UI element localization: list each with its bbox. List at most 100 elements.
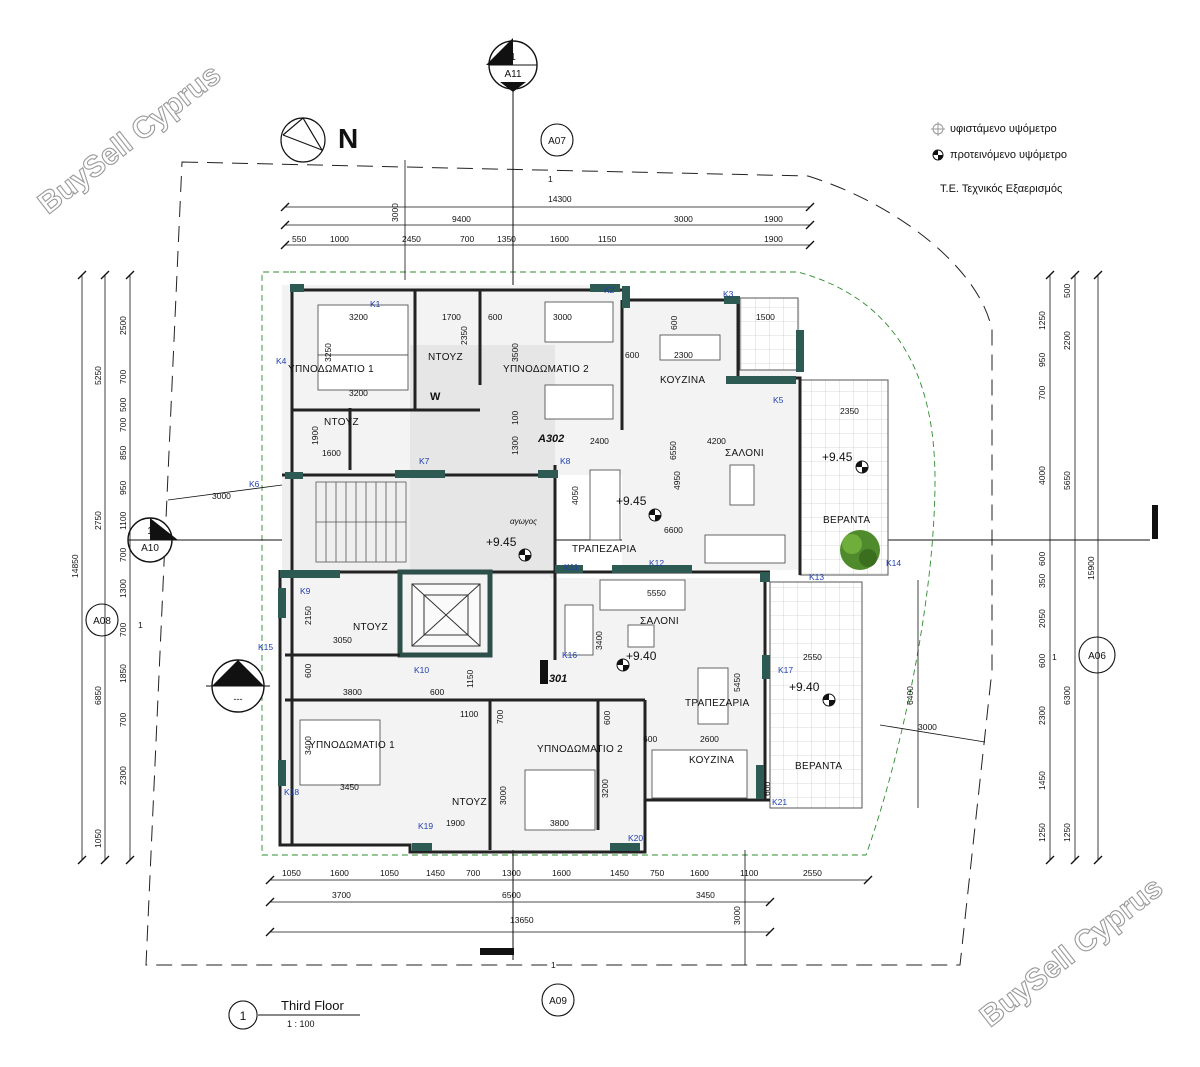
- idim-wc1900: 1900: [310, 426, 320, 445]
- k-tag: K15: [258, 642, 273, 652]
- idim-l5450: 5450: [732, 673, 742, 692]
- grid-left: 1: [138, 620, 143, 630]
- idim-b1h: 3250: [323, 343, 333, 362]
- legend-proposed: προτεινόμενο υψόμετρο: [950, 149, 1067, 161]
- dim-right-mid-1: 950: [1037, 353, 1047, 367]
- idim-l2550: 2550: [803, 652, 822, 662]
- idim-s6600: 6600: [664, 525, 683, 535]
- dim-left-3000: 3000: [212, 491, 231, 501]
- idim-l3200: 3200: [600, 779, 610, 798]
- dim-bot-1-0: 1050: [282, 868, 301, 878]
- level-3: +9.45: [486, 535, 517, 549]
- room-veranda-up: ΒΕΡΑΝΤΑ: [823, 515, 870, 526]
- k-tag: K16: [562, 650, 577, 660]
- room-kitchen-up: ΚΟΥΖΙΝΑ: [660, 375, 705, 386]
- level-2: +9.45: [616, 494, 647, 508]
- dim-top-3-1: 1000: [330, 234, 349, 244]
- k-tag: K18: [284, 787, 299, 797]
- dim-right-mid-2: 700: [1037, 386, 1047, 400]
- dim-top-3-0: 550: [292, 234, 306, 244]
- idim-l3050: 3050: [333, 635, 352, 645]
- dim-bot-1-4: 700: [466, 868, 480, 878]
- dim-top-3-4: 1350: [497, 234, 516, 244]
- dim-bot-1-2: 1050: [380, 868, 399, 878]
- dim-left-outer-3: 1050: [93, 829, 103, 848]
- apartment-upper: A302: [537, 433, 564, 445]
- window-tags: K1 K2 K3 K4 K5 K6 K7 K8 K9 K10 K11 K12 K…: [249, 285, 901, 843]
- room-wc-low-a: ΝΤΟΥΖ: [353, 622, 388, 633]
- idim-l600b: 600: [602, 711, 612, 725]
- room-dining-low: ΤΡΑΠΕΖΑΡΙΑ: [685, 698, 750, 709]
- elevation-circles: [85, 123, 1116, 1030]
- k-tag: K12: [649, 558, 664, 568]
- dim-left-total: 14850: [70, 554, 80, 578]
- level-4: +9.40: [626, 649, 657, 663]
- dim-top-3-6: 1150: [598, 234, 617, 244]
- legend-te: Τ.Ε. Τεχνικός Εξαερισμός: [940, 183, 1062, 195]
- idim-l3400: 3400: [594, 631, 604, 650]
- room-dining-up: ΤΡΑΠΕΖΑΡΙΑ: [572, 544, 637, 555]
- section-marker-left: [127, 517, 178, 563]
- dim-left-in-7: 700: [118, 548, 128, 562]
- north-label: N: [338, 123, 358, 154]
- dim-top-3-7: 1900: [764, 234, 783, 244]
- dim-bot-1-3: 1450: [426, 868, 445, 878]
- legend-symbols: [931, 122, 945, 161]
- section-marker-top: [486, 38, 538, 92]
- idim-s4200: 4200: [707, 436, 726, 446]
- room-living-up: ΣΑΛΟΝΙ: [725, 448, 764, 459]
- idim-l2600: 2600: [700, 734, 719, 744]
- idim-l5550: 5550: [647, 588, 666, 598]
- watermark-top-left: BuySell Cyprus: [32, 58, 227, 221]
- k-tag: K21: [772, 797, 787, 807]
- room-bed2-low: ΥΠΝΟΔΩΜΑΤΙΟ 2: [537, 744, 623, 755]
- elevation-top: A07: [548, 136, 566, 147]
- idim-s1300: 1300: [510, 436, 520, 455]
- dim-right-veranda-0: 6400: [905, 686, 915, 705]
- dim-right-total: 15900: [1086, 556, 1096, 580]
- idim-s2400: 2400: [590, 436, 609, 446]
- k-tag: K17: [778, 665, 793, 675]
- marker-left-mid: [206, 659, 270, 713]
- dim-top-2-3: 1900: [764, 214, 783, 224]
- dim-right-mid-7: 2300: [1037, 706, 1047, 725]
- room-wc-up-b: ΝΤΟΥΖ: [324, 417, 359, 428]
- idim-v2350: 2350: [840, 406, 859, 416]
- dim-left-in-9: 700: [118, 623, 128, 637]
- elevation-bottom: A09: [549, 996, 567, 1007]
- idim-l3800: 3800: [343, 687, 362, 697]
- dim-right-veranda-1: 3000: [918, 722, 937, 732]
- setback-line: [261, 271, 936, 856]
- k-tag: K2: [604, 285, 615, 295]
- marker-left-mid-text: -: [236, 674, 239, 685]
- idim-l3450: 3450: [340, 782, 359, 792]
- dim-bot-2-2: 3450: [696, 890, 715, 900]
- dim-top-3-5: 1600: [550, 234, 569, 244]
- k-tag: K3: [723, 289, 734, 299]
- k-tag: K10: [414, 665, 429, 675]
- idim-b2w: 3000: [553, 312, 572, 322]
- legend-existing: υφιστάμενο υψόμετρο: [950, 123, 1057, 135]
- section-left-ref: A10: [141, 543, 159, 554]
- k-tag: K6: [249, 479, 260, 489]
- idim-l600d: 600: [762, 782, 772, 796]
- dim-left-in-3: 700: [118, 418, 128, 432]
- balcony-tiles: [739, 297, 799, 371]
- dim-bot-1-8: 750: [650, 868, 664, 878]
- grid-right: 1: [1052, 652, 1057, 662]
- idim-s4050: 4050: [570, 486, 580, 505]
- lift-label: αγωγος: [510, 517, 537, 526]
- dim-top-2-2: 3000: [674, 214, 693, 224]
- wm-label: W: [430, 391, 441, 403]
- title-scale: 1 : 100: [287, 1019, 315, 1029]
- dim-bot-1-10: 1100: [740, 868, 759, 878]
- dim-right-outer-1: 5650: [1062, 471, 1072, 490]
- dimension-lines: [81, 160, 1099, 965]
- staircase: [315, 481, 407, 563]
- room-wc-low-b: ΝΤΟΥΖ: [452, 797, 487, 808]
- room-kitchen-low: ΚΟΥΖΙΝΑ: [689, 755, 734, 766]
- dim-bot-1-6: 1600: [552, 868, 571, 878]
- dim-top-3-2: 2450: [402, 234, 421, 244]
- dim-right-mid-0: 1250: [1037, 311, 1047, 330]
